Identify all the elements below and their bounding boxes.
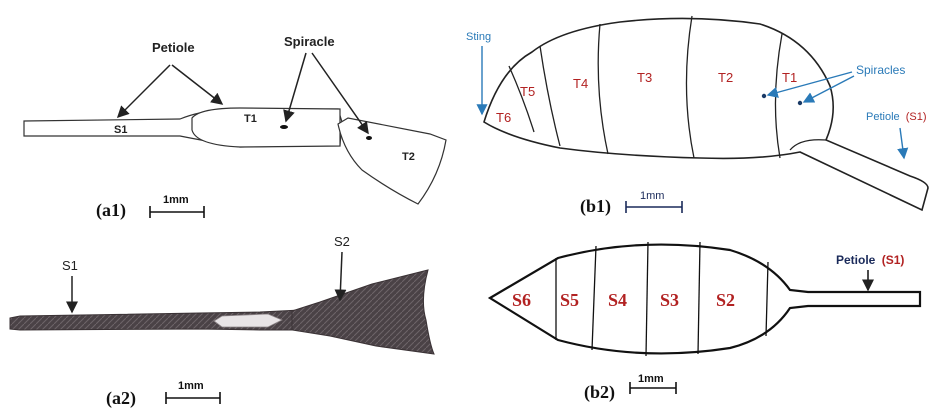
a1-scale-label: 1mm bbox=[163, 194, 189, 206]
a2-s2-arrow bbox=[340, 252, 342, 300]
b2-segment-s5: S5 bbox=[560, 290, 579, 310]
b1-petiole-label: Petiole (S1) bbox=[866, 111, 926, 123]
a1-s1-label: S1 bbox=[114, 124, 127, 136]
b1-petiole-word: Petiole bbox=[866, 111, 900, 123]
a1-t1-label: T1 bbox=[244, 113, 257, 125]
b1-petiole-arrow bbox=[900, 128, 904, 158]
b1-segment-t2: T2 bbox=[718, 70, 733, 85]
b1-segment-t4: T4 bbox=[573, 76, 588, 91]
b1-segment-t1: T1 bbox=[782, 70, 797, 85]
b2-caption: (b2) bbox=[584, 382, 615, 403]
b2-segment-s3: S3 bbox=[660, 290, 679, 310]
a1-petiole-arrow-right bbox=[172, 65, 222, 104]
b1-scale-bar bbox=[626, 201, 682, 213]
b1-scale-label: 1mm bbox=[640, 190, 664, 202]
a2-s1-label: S1 bbox=[62, 258, 78, 273]
b1-caption: (b1) bbox=[580, 196, 611, 217]
a2-specimen-s2 bbox=[292, 270, 434, 354]
b1-body-outline bbox=[484, 18, 928, 210]
a1-caption: (a1) bbox=[96, 200, 126, 221]
a1-spiracle-dot-1 bbox=[280, 125, 288, 129]
b2-petiole-word: Petiole bbox=[836, 253, 876, 267]
a2-caption: (a2) bbox=[106, 388, 136, 409]
b2-segment-s6: S6 bbox=[512, 290, 531, 310]
b1-petiole-code: (S1) bbox=[906, 111, 927, 123]
panel-b2: S6 S5 S4 S3 S2 Petiole (S1) (b2) 1mm bbox=[490, 242, 920, 403]
panel-a2: S1 S2 (a2) 1mm bbox=[10, 234, 434, 409]
a1-scale-bar bbox=[150, 206, 204, 218]
panel-b1: T6 T5 T4 T3 T2 T1 Sting Spiracles Petiol… bbox=[466, 16, 928, 217]
b1-sting-label: Sting bbox=[466, 31, 491, 43]
a2-specimen-joint bbox=[214, 314, 282, 327]
b2-segment-s2: S2 bbox=[716, 290, 735, 310]
a2-scale-label: 1mm bbox=[178, 380, 204, 392]
a1-t2-outline bbox=[338, 118, 446, 204]
b2-petiole-label: Petiole (S1) bbox=[836, 253, 904, 267]
b1-segment-t6: T6 bbox=[496, 110, 511, 125]
a1-petiole-arrow-left bbox=[118, 65, 170, 117]
b2-petiole-code: (S1) bbox=[882, 253, 905, 267]
a1-t1-outline bbox=[192, 108, 340, 147]
a1-spiracle-dot-2 bbox=[366, 136, 372, 140]
a1-petiole-label: Petiole bbox=[152, 40, 195, 55]
a1-t2-label: T2 bbox=[402, 151, 415, 163]
b1-segment-t3: T3 bbox=[637, 70, 652, 85]
b1-spiracle-dot-1 bbox=[762, 94, 766, 98]
b1-spiracles-label: Spiracles bbox=[856, 63, 905, 77]
a1-spiracle-label: Spiracle bbox=[284, 34, 335, 49]
a2-s2-label: S2 bbox=[334, 234, 350, 249]
b2-scale-label: 1mm bbox=[638, 373, 664, 385]
b1-spiracle-dot-2 bbox=[798, 101, 802, 105]
b2-segment-s4: S4 bbox=[608, 290, 627, 310]
panel-a1: Petiole Spiracle S1 T1 T2 (a1) 1mm bbox=[24, 34, 446, 221]
b1-segment-t5: T5 bbox=[520, 84, 535, 99]
a2-scale-bar bbox=[166, 392, 220, 404]
